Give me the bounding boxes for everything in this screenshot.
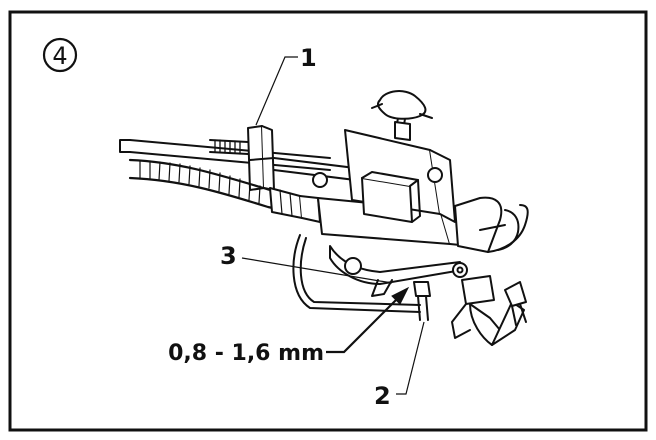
spray-gun-illustration xyxy=(119,90,529,346)
leader-line-2 xyxy=(396,321,425,395)
callout-2: 2 xyxy=(374,382,391,410)
leader-line-1 xyxy=(255,56,298,126)
step-number-circle xyxy=(42,37,78,73)
leader-line-3 xyxy=(241,257,393,284)
step-number: 4 xyxy=(52,42,67,70)
callout-1: 1 xyxy=(300,44,317,72)
measurement-leader xyxy=(326,299,397,354)
figure-frame xyxy=(8,10,648,432)
callout-3: 3 xyxy=(220,242,237,270)
measurement-label: 0,8 - 1,6 mm xyxy=(168,341,324,366)
measurement-arrowhead xyxy=(391,286,410,305)
step-number-badge: 4 xyxy=(42,37,78,73)
